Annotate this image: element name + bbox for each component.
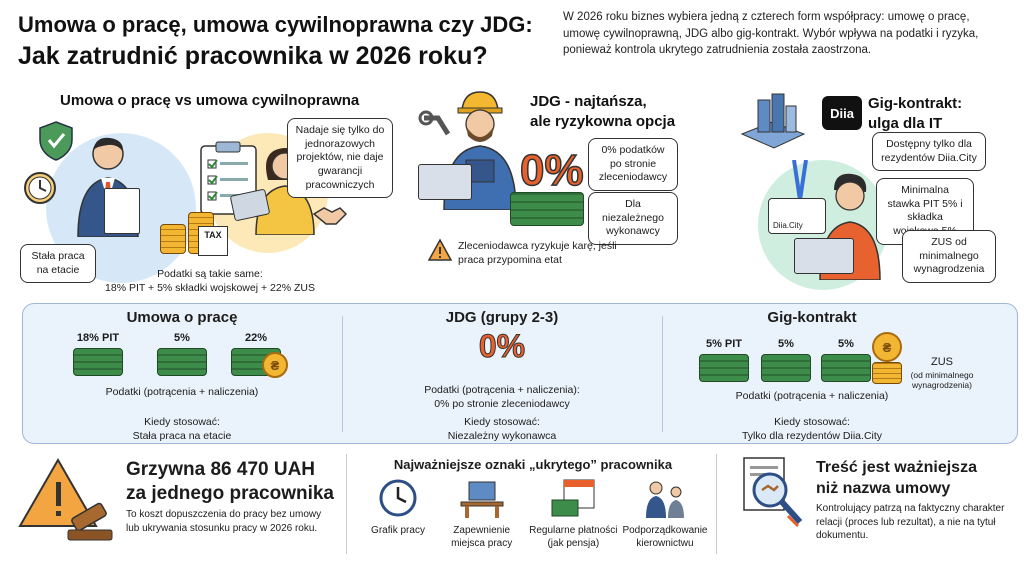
section2-title-line1: JDG - najtańsza, [530, 93, 647, 110]
section3-bubble3: ZUS od minimalnego wynagrodzenia [902, 230, 996, 283]
clock-icon [379, 479, 417, 517]
col3-item3-label: 5% [838, 338, 854, 350]
col3-title: Gig-kontrakt [767, 309, 857, 326]
sign-item: Grafik pracy [358, 478, 438, 550]
col1-item3-label: 22% [244, 332, 268, 344]
handshake-icon [312, 207, 348, 225]
jdg-worker-illustration [418, 91, 517, 210]
section2-bubble2: Dla niezależnego wykonawcy [588, 192, 678, 245]
sign-label: Zapewnienie miejsca pracy [451, 525, 513, 549]
section1-title: Umowa o pracę vs umowa cywilnoprawna [60, 92, 360, 109]
warning-gavel-icon [18, 457, 113, 541]
section1-bubble-right: Nadaje się tylko do jednorazowych projek… [287, 118, 393, 199]
warning-icon [428, 238, 452, 261]
col2-big-percent: 0% [478, 328, 526, 365]
clock-icon [24, 172, 56, 204]
col2-taxes-line2: 0% po stronie zleceniodawcy [434, 397, 570, 410]
divider [662, 316, 663, 432]
fine-title: Grzywna 86 470 UAH za jednego pracownika [126, 458, 334, 506]
fine-title-line1: Grzywna 86 470 UAH [126, 459, 316, 480]
col2-taxes-line1: Podatki (potrącenia + naliczenia): [424, 384, 580, 396]
money-stack-icon [821, 354, 871, 382]
laptop-icon [794, 238, 854, 274]
coin-stack [872, 362, 902, 384]
fine-title-line2: za jednego pracownika [126, 482, 334, 504]
content-note: Kontrolujący patrzą na faktyczny charakt… [816, 503, 1005, 541]
col2-when: Kiedy stosować: Niezależny wykonawca [342, 416, 662, 443]
city-buildings-icon [740, 93, 806, 149]
content-title-line1: Treść jest ważniejsza [816, 459, 977, 476]
fine-note: To koszt dopuszczenia do pracy bez umowy… [126, 509, 322, 534]
col1-taxes: Podatki (potrącenia + naliczenia) [105, 386, 259, 398]
col1-when-label: Kiedy stosować: [144, 416, 220, 428]
section1-note-line2: 18% PIT + 5% składki wojskowej + 22% ZUS [105, 281, 315, 294]
money-stack-icon [73, 348, 123, 376]
section3-title-line1: Gig-kontrakt: [868, 95, 963, 112]
sign-item: Podporządkowanie kierownictwu [622, 478, 708, 550]
col3-when-label: Kiedy stosować: [774, 416, 850, 428]
section2-bubble1: 0% podatków po stronie zleceniodawcy [588, 138, 678, 191]
page-title-line2: Jak zatrudnić pracownika w 2026 roku? [18, 42, 488, 70]
content-title: Treść jest ważniejsza niż nazwa umowy [816, 458, 977, 500]
section2-warning: Zleceniodawca ryzykuje karę, jeśli praca… [458, 240, 617, 266]
col1-item1-label: 18% PIT [76, 332, 120, 344]
content-title-line2: niż nazwa umowy [816, 479, 951, 497]
signs-title: Najważniejsze oznaki „ukrytego” pracowni… [393, 457, 673, 472]
section3-bubble1: Dostępny tylko dla rezydentów Diia.City [872, 132, 986, 172]
col1-when: Kiedy stosować: Stała praca na etacie [22, 416, 342, 443]
signs-list: Grafik pracy Zapewnienie miejsca pracy R… [358, 478, 708, 550]
sign-item: Zapewnienie miejsca pracy [439, 478, 525, 550]
intro-text: W 2026 roku biznes wybiera jedną z czter… [563, 11, 979, 57]
section2-title: JDG - najtańsza, ale ryzykowna opcja [530, 92, 675, 131]
col3-zus-note: (od minimalnego wynagrodzenia) [910, 370, 974, 391]
sign-label: Regularne płatności (jak pensja) [529, 525, 618, 549]
money-stack-icon [157, 348, 207, 376]
magnifier-document-icon [743, 457, 803, 528]
divider [716, 454, 717, 554]
section3-title: Gig-kontrakt: ulga dla IT [868, 94, 962, 133]
hryvnia-coin-icon: ₴ [872, 332, 902, 362]
desk-icon [460, 481, 504, 518]
col2-when-label: Kiedy stosować: [464, 416, 540, 428]
col2-title: JDG (grupy 2-3) [445, 309, 559, 326]
divider [346, 454, 347, 554]
section1-note: Podatki są takie same: 18% PIT + 5% skła… [90, 268, 330, 295]
hryvnia-coin-icon: ₴ [262, 352, 288, 378]
section2-title-line2: ale ryzykowna opcja [530, 112, 676, 130]
coin-stack [160, 224, 186, 254]
page-title-line1: Umowa o pracę, umowa cywilnoprawna czy J… [18, 12, 533, 37]
diia-city-badge: Diia.City [768, 198, 826, 234]
sign-label: Podporządkowanie kierownictwu [622, 525, 708, 549]
col3-taxes: Podatki (potrącenia + naliczenia) [735, 390, 889, 402]
section1-note-line1: Podatki są takie same: [157, 268, 263, 280]
divider [342, 316, 343, 432]
section2-big-percent: 0% [519, 145, 584, 196]
money-stack-icon [510, 192, 584, 226]
diia-logo: Diia [822, 96, 862, 130]
shield-icon [39, 121, 73, 161]
document-held [104, 188, 140, 234]
col3-item2-label: 5% [778, 338, 794, 350]
laptop-icon [418, 164, 472, 200]
sign-item: Regularne płatności (jak pensja) [525, 478, 621, 550]
col1-item2-label: 5% [174, 332, 190, 344]
sign-label: Grafik pracy [371, 525, 425, 536]
section3-title-line2: ulga dla IT [868, 114, 943, 132]
boss-icon [645, 481, 684, 518]
col3-item1-label: 5% PIT [705, 338, 743, 350]
col2-taxes: Podatki (potrącenia + naliczenia): 0% po… [342, 384, 662, 411]
col3-when: Kiedy stosować: Tylko dla rezydentów Dii… [662, 416, 962, 443]
money-stack-icon [761, 354, 811, 382]
section1-bubble-left: Stała praca na etacie [20, 244, 96, 284]
col3-when-value: Tylko dla rezydentów Diia.City [741, 429, 883, 442]
money-stack-icon [699, 354, 749, 382]
col1-title: Umowa o pracę [126, 309, 238, 326]
col3-zus: ZUS [931, 356, 953, 368]
tax-document-icon: TAX [198, 226, 228, 256]
col2-when-value: Niezależny wykonawca [447, 429, 557, 442]
col1-when-value: Stała praca na etacie [132, 429, 232, 442]
calendar-money-icon [551, 479, 595, 517]
